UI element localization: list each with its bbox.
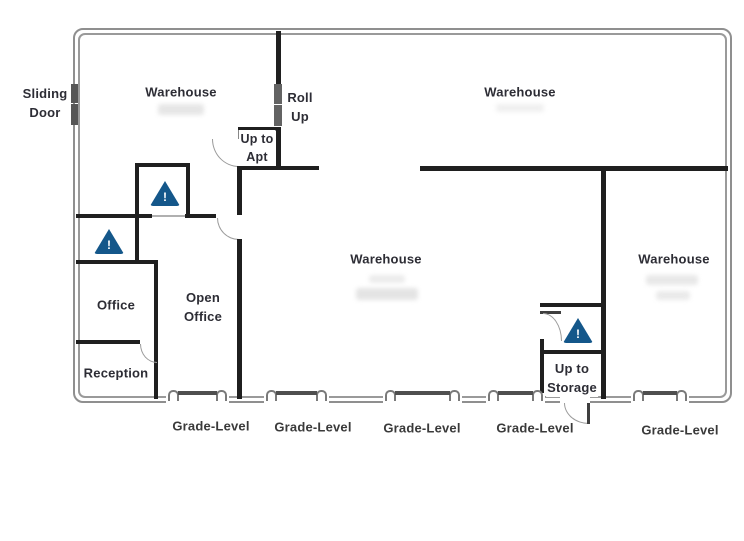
wall-openoffice-right-lower — [237, 239, 242, 399]
grade-door-bracket — [488, 390, 499, 401]
label-grade-level-4: Grade-Level — [496, 420, 574, 436]
exit-door-leaf — [587, 403, 590, 424]
grade-door-opening — [166, 393, 229, 404]
storage-door-leaf — [540, 311, 561, 314]
wall-utility-left — [135, 163, 139, 264]
grade-door-bracket — [385, 390, 396, 401]
label-grade-level-5: Grade-Level — [641, 422, 719, 438]
wall-storage-top — [540, 303, 604, 307]
faded-text-smudge — [158, 104, 204, 115]
wall-apt-right — [276, 127, 281, 170]
label-warehouse-right: Warehouse — [638, 251, 710, 267]
wall-apt-bottom — [238, 166, 319, 170]
wall-mid-divider — [420, 166, 728, 171]
wall-corridor-left — [76, 214, 152, 218]
grade-door-bracket — [266, 390, 277, 401]
wall-utility-top — [135, 163, 190, 167]
warning-triangle-icon: ! — [94, 229, 124, 254]
grade-door-bracket — [216, 390, 227, 401]
grade-door-bracket — [633, 390, 644, 401]
label-reception: Reception — [83, 365, 149, 381]
faded-text-smudge — [656, 291, 690, 300]
label-warehouse-top-right: Warehouse — [484, 84, 556, 100]
faded-text-smudge — [496, 104, 544, 112]
warning-icon: ! — [94, 229, 124, 254]
grade-door-opening — [486, 393, 545, 404]
label-warehouse-top-left: Warehouse — [145, 84, 217, 100]
grade-door — [643, 391, 677, 395]
wall-right-divider — [601, 166, 606, 399]
label-grade-level-1: Grade-Level — [172, 418, 250, 434]
wall-corridor-right — [185, 214, 216, 218]
grade-door — [276, 391, 317, 395]
faded-text-smudge — [356, 288, 418, 300]
wall-utility-right — [186, 163, 190, 218]
wall-office-right — [154, 260, 158, 399]
wall-office-top — [76, 260, 158, 264]
sliding-door-marker — [71, 104, 78, 125]
warning-icon: ! — [563, 318, 593, 343]
warning-triangle-icon: ! — [563, 318, 593, 343]
wall-reception-divider — [76, 340, 140, 344]
label-grade-level-2: Grade-Level — [274, 419, 352, 435]
faded-text-smudge — [646, 275, 698, 285]
wall-storage-divider — [540, 350, 604, 354]
wall-top-divider — [276, 31, 281, 84]
roll-up-door — [274, 105, 282, 126]
grade-door-opening — [631, 393, 689, 404]
wall-openoffice-right-upper — [237, 166, 242, 215]
grade-door-opening — [264, 393, 329, 404]
wall-storage-left — [540, 339, 544, 399]
grade-door-bracket — [168, 390, 179, 401]
grade-door — [178, 391, 217, 395]
grade-door-opening — [383, 393, 462, 404]
roll-up-door — [274, 84, 282, 104]
grade-door-bracket — [532, 390, 543, 401]
sliding-door-marker — [71, 84, 78, 103]
label-warehouse-center: Warehouse — [350, 251, 422, 267]
label-office: Office — [96, 297, 136, 313]
wall-apt-top — [238, 127, 281, 131]
grade-door-bracket — [316, 390, 327, 401]
grade-door-bracket — [676, 390, 687, 401]
label-grade-level-3: Grade-Level — [383, 420, 461, 436]
faded-text-smudge — [369, 275, 405, 283]
grade-door-bracket — [449, 390, 460, 401]
grade-door — [498, 391, 533, 395]
warning-icon: ! — [150, 181, 180, 206]
corridor-door-threshold — [152, 215, 185, 217]
grade-door — [395, 391, 450, 395]
warning-triangle-icon: ! — [150, 181, 180, 206]
exit-door-opening — [560, 394, 590, 404]
